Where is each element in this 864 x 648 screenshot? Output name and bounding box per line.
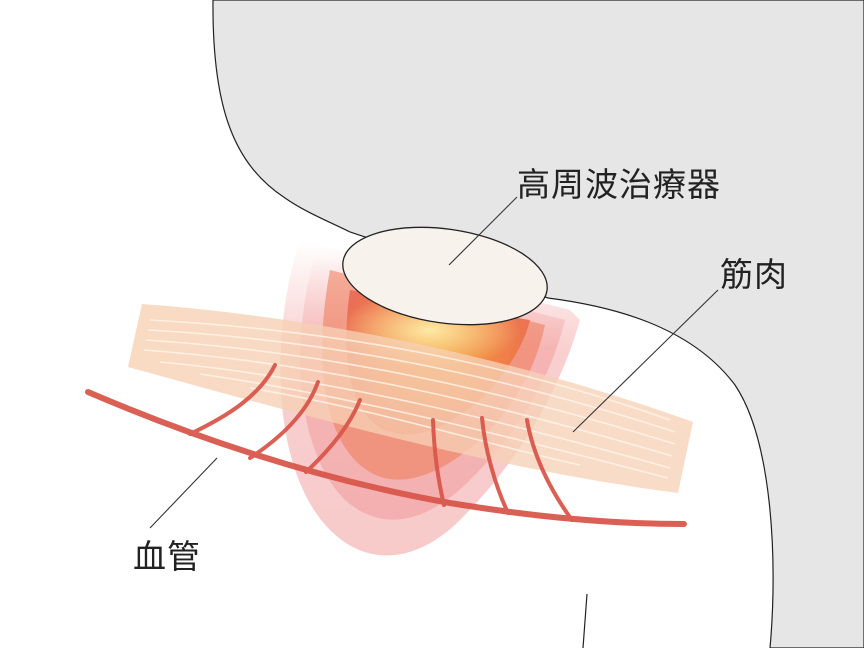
vessel-branch bbox=[304, 398, 362, 474]
body-edge-line bbox=[582, 593, 588, 648]
vessel-leader bbox=[149, 457, 218, 529]
blood-vessel bbox=[85, 363, 687, 527]
muscle-leader bbox=[572, 289, 719, 433]
vessel-main bbox=[85, 389, 687, 527]
vessel-branch bbox=[248, 380, 320, 460]
vessel-branch bbox=[431, 418, 446, 507]
leader-lines bbox=[149, 196, 719, 529]
device-label: 高周波治療器 bbox=[517, 165, 721, 204]
body-silhouette bbox=[212, 0, 864, 648]
vessel-branch bbox=[525, 418, 574, 522]
muscle-label: 筋肉 bbox=[720, 255, 788, 294]
vessel-label: 血管 bbox=[133, 537, 201, 576]
vessel-branch bbox=[480, 416, 510, 515]
vessel-branch bbox=[188, 363, 277, 436]
muscle-band bbox=[128, 304, 693, 493]
muscle bbox=[128, 304, 693, 493]
device-leader bbox=[448, 196, 518, 266]
rf-device bbox=[342, 226, 548, 326]
